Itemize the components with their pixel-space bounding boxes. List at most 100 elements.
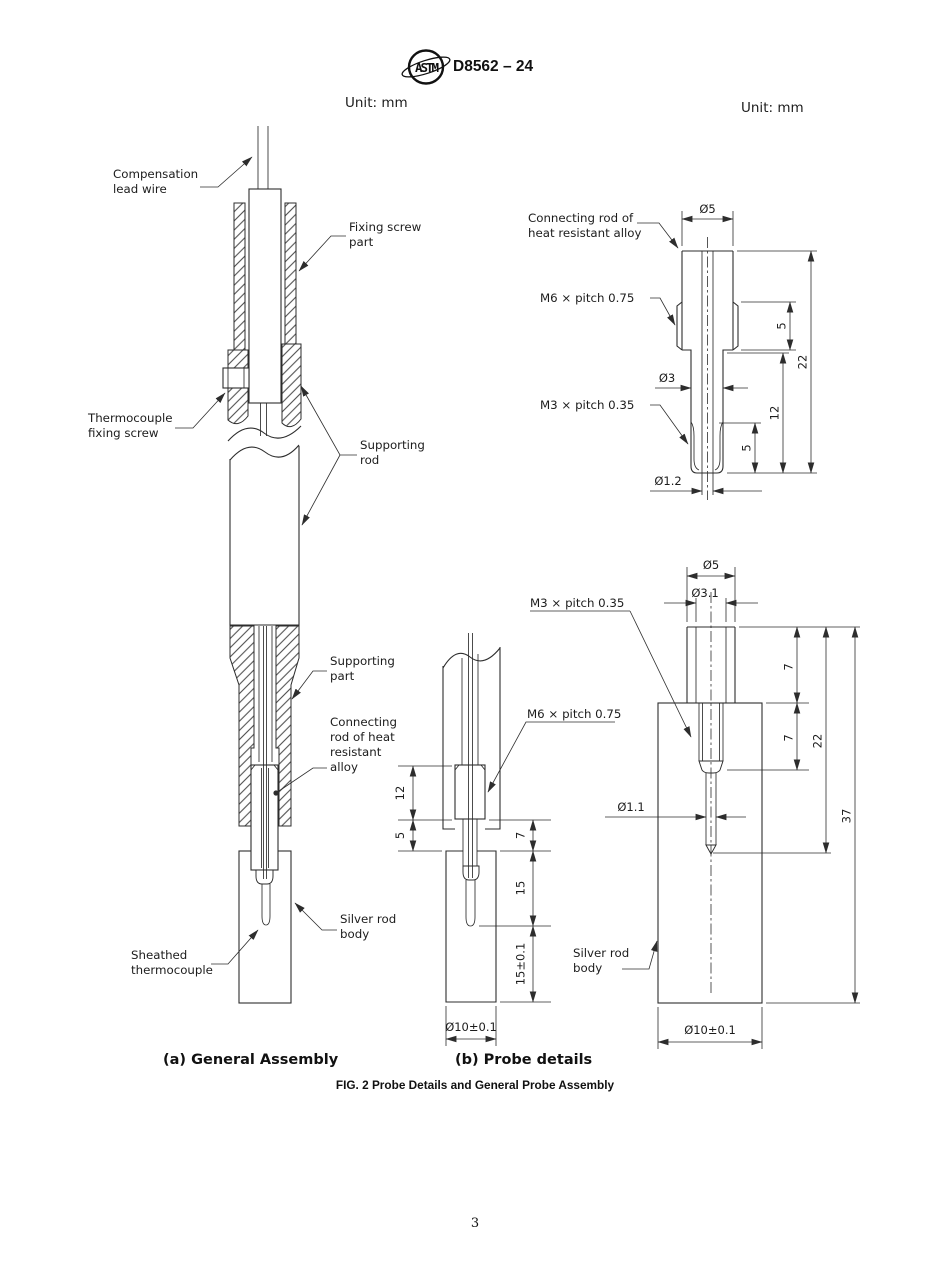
leader-supporting-part xyxy=(291,670,327,700)
unit-note-right: Unit: mm xyxy=(741,100,804,116)
thermocouple-wires-b xyxy=(468,633,473,878)
label-m6-pitch-tr: M6 × pitch 0.75 xyxy=(540,291,635,305)
dim-text-7b-br: 7 xyxy=(782,734,796,741)
label-fixing-screw-part: Fixing screw part xyxy=(349,220,422,249)
dim-text-dia5-tr: Ø5 xyxy=(699,202,715,216)
m6-rod-b xyxy=(454,764,486,820)
supporting-part-left xyxy=(229,625,255,827)
rod-chamfer-ticks xyxy=(250,764,279,771)
m3-section-b xyxy=(462,819,478,866)
leader-compensation xyxy=(200,156,253,188)
page-number: 3 xyxy=(470,1216,480,1231)
m3-section-br xyxy=(698,703,724,761)
supporting-part-right xyxy=(275,625,300,827)
dim-text-dia5-br: Ø5 xyxy=(703,558,719,572)
leader-fixing-screw xyxy=(298,235,346,272)
fixing-screw-wall-right xyxy=(284,202,297,345)
m3-thread-relief xyxy=(690,421,724,471)
leader-supporting-rod-1 xyxy=(300,385,357,456)
leader-sheathed xyxy=(211,929,259,965)
fixing-screw-body xyxy=(248,188,282,404)
rod-chamfer-ticks-b xyxy=(454,764,486,771)
connecting-rod-a xyxy=(250,764,279,871)
label-m6-pitch-b: M6 × pitch 0.75 xyxy=(527,707,622,721)
bore-lines-br xyxy=(695,627,727,703)
m6-thread-bulge xyxy=(676,301,739,351)
dim-text-12-tr: 12 xyxy=(768,406,782,421)
break-line-upper xyxy=(227,425,302,442)
dim-text-7-b: 7 xyxy=(514,832,528,839)
lead-wire xyxy=(257,126,269,189)
leader-silver-rod-a xyxy=(294,902,337,931)
dim-text-5b-tr: 5 xyxy=(740,444,754,451)
sheath-tube-b xyxy=(461,654,479,765)
tip-rod-br xyxy=(705,773,717,845)
ext-right-tr xyxy=(719,250,817,474)
silver-rod-detail-drawing: Ø5 Ø3.1 Ø1.1 Ø10±0.1 7 7 22 37 xyxy=(530,558,860,1049)
inner-tube-lines xyxy=(261,768,269,868)
sheathed-thermocouple-tip xyxy=(261,884,271,926)
probe-details-drawing: 12 5 7 15 15±0.1 Ø10±0.1 xyxy=(393,633,615,1046)
label-connecting-rod: Connecting rod of heat resistant alloy xyxy=(330,715,398,774)
thread-nub-b xyxy=(462,865,480,881)
dim-text-37-br: 37 xyxy=(840,809,854,824)
logo-orbit xyxy=(401,56,451,78)
leader-m3-tr xyxy=(650,404,689,445)
dim-text-dia3-tr: Ø3 xyxy=(659,371,675,385)
general-assembly-drawing xyxy=(175,126,357,1004)
dim-text-12-b: 12 xyxy=(393,786,407,801)
unit-note-left: Unit: mm xyxy=(345,95,408,111)
standard-designation: D8562 – 24 xyxy=(453,58,534,75)
dim-text-5a-tr: 5 xyxy=(775,322,789,329)
dim-text-22-tr: 22 xyxy=(796,355,810,370)
silver-rod-body-b xyxy=(445,850,497,1003)
dim-text-22-br: 22 xyxy=(811,734,825,749)
thermocouple-wires-a xyxy=(263,626,267,879)
leader-rod-label xyxy=(637,222,679,249)
leader-m6-tr xyxy=(650,297,676,326)
ext-lines-left-b xyxy=(398,765,452,852)
label-compensation-lead-wire: Compensation lead wire xyxy=(113,167,199,196)
leader-silver-br xyxy=(622,940,658,970)
label-m3-pitch-tr: M3 × pitch 0.35 xyxy=(540,398,635,412)
dim-text-dia11-br: Ø1.1 xyxy=(617,800,644,814)
thread-nub-a xyxy=(255,869,274,885)
dim-text-15t-b: 15±0.1 xyxy=(514,943,528,986)
caption-general-assembly: (a) General Assembly xyxy=(163,1052,339,1068)
dim-text-dia10-br: Ø10±0.1 xyxy=(684,1023,736,1037)
label-sheathed-thermocouple: Sheathed thermocouple xyxy=(131,948,213,977)
label-silver-rod-body-a: Silver rod body xyxy=(340,912,397,941)
supporting-part-outline-b xyxy=(442,647,501,830)
label-connecting-rod-detail: Connecting rod of heat resistant alloy xyxy=(528,211,642,240)
rod-lower-outline xyxy=(682,349,733,474)
dim-text-7a-br: 7 xyxy=(782,663,796,670)
screw-detail-lines xyxy=(227,368,245,388)
label-supporting-rod: Supporting rod xyxy=(360,438,425,467)
break-line-top-b xyxy=(442,647,501,669)
dim-text-dia31-br: Ø3.1 xyxy=(691,586,718,600)
dim-text-dia10-b: Ø10±0.1 xyxy=(445,1020,497,1034)
thermocouple-tip-b xyxy=(465,880,476,927)
fixing-screw-wall-left xyxy=(233,202,246,351)
dim-text-15-b: 15 xyxy=(514,881,528,896)
astm-logo: ASTM xyxy=(401,49,451,85)
leader-supporting-rod-2 xyxy=(301,454,341,526)
figure-caption: FIG. 2 Probe Details and General Probe A… xyxy=(335,1078,615,1092)
label-m3-pitch-br: M3 × pitch 0.35 xyxy=(530,596,625,610)
ext-lines-right-b xyxy=(479,819,551,1003)
dim-text-5-b: 5 xyxy=(393,832,407,839)
sheath-tube-lines xyxy=(258,626,273,762)
connecting-rod-detail-drawing: Ø5 Ø3 Ø1.2 5 22 12 5 xyxy=(637,202,817,500)
leader-connecting-rod xyxy=(273,767,327,796)
caption-probe-details: (b) Probe details xyxy=(455,1052,593,1068)
leader-m6-b xyxy=(487,721,615,793)
label-silver-rod-body-br: Silver rod body xyxy=(573,946,630,975)
label-supporting-part: Supporting part xyxy=(330,654,395,683)
thermocouple-fixing-screw xyxy=(222,367,250,389)
center-bore-lines xyxy=(701,251,714,495)
thread-nub-br xyxy=(698,760,724,774)
supporting-rod-body xyxy=(229,446,300,626)
leader-tc-screw xyxy=(175,392,226,429)
